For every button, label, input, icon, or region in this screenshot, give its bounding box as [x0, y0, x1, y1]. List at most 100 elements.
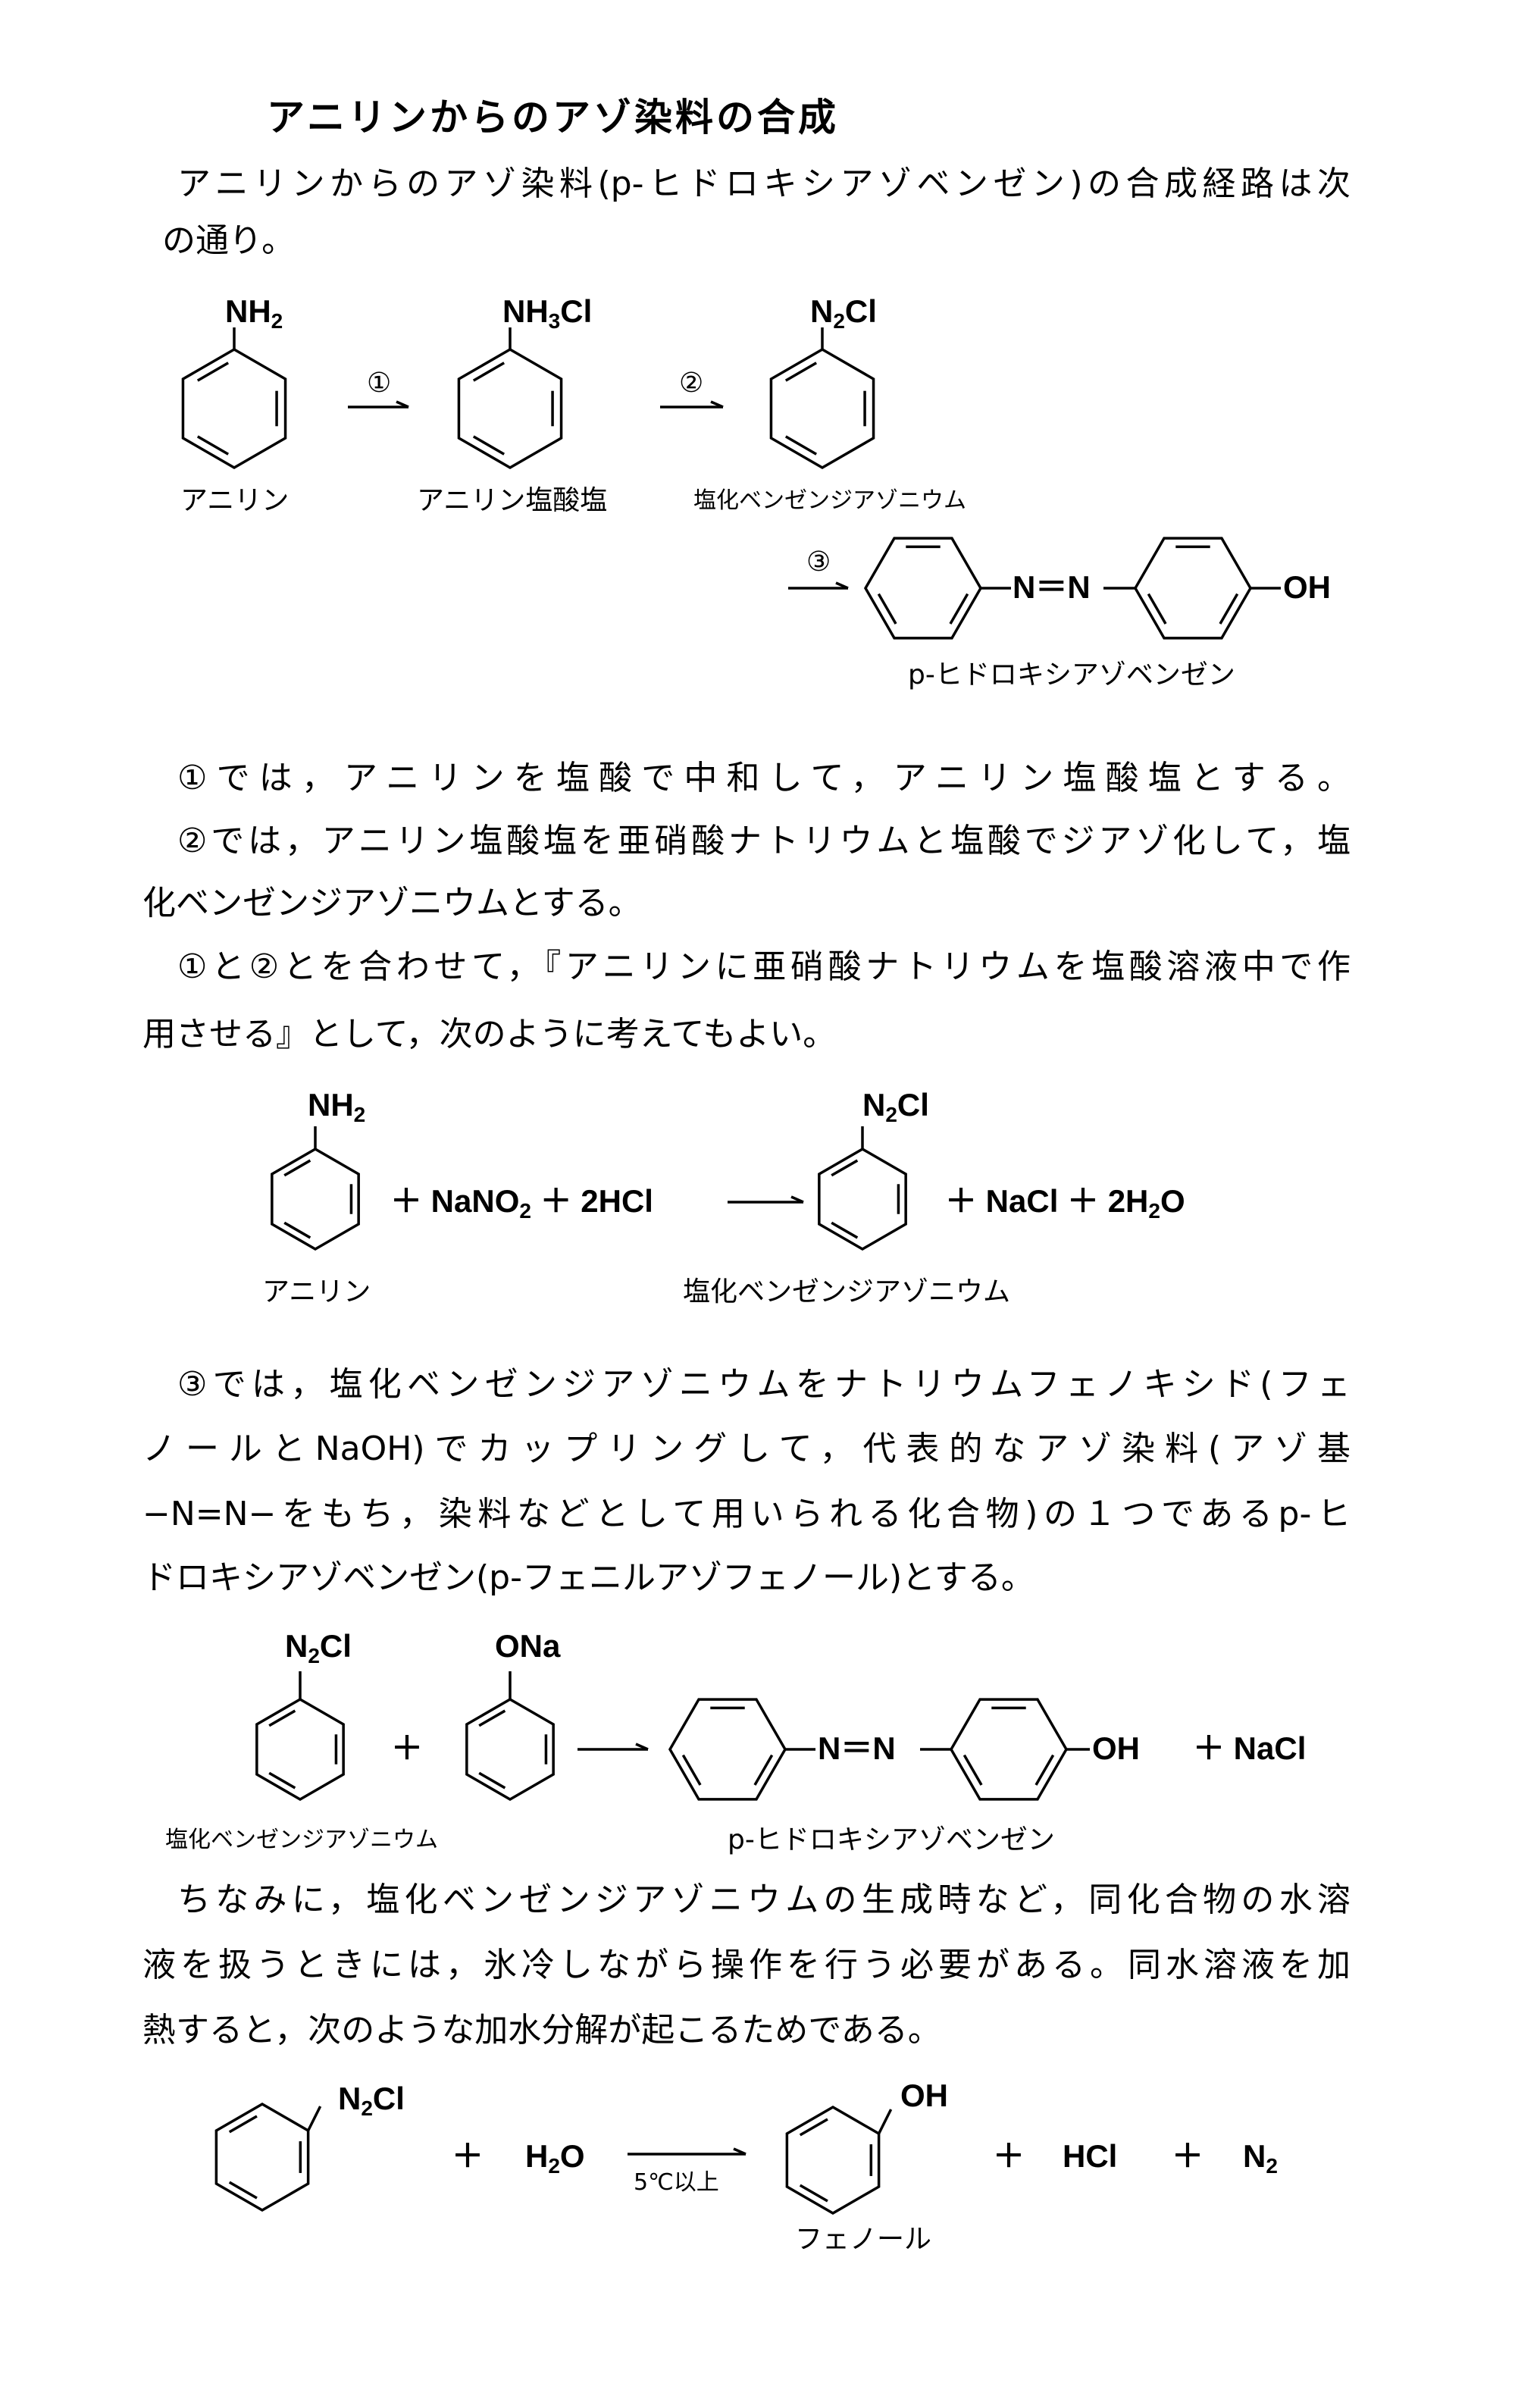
- double-bond: [478, 1709, 506, 1727]
- double-bond: [1034, 1754, 1055, 1786]
- diazonium-label: N2Cl: [810, 293, 877, 333]
- paragraph-line: ①では，アニリンを塩酸で中和して，アニリン塩酸塩とする。: [177, 759, 1351, 797]
- phenol-ring: [1133, 537, 1253, 640]
- diazonium-ring: [255, 1697, 345, 1802]
- plus-sign: ＋: [993, 2138, 1025, 2174]
- benzene-ring-outline: [769, 347, 875, 470]
- double-bond: [472, 435, 506, 456]
- step-1-marker: ①: [367, 368, 392, 399]
- n2cl-label: N2Cl: [338, 2081, 405, 2120]
- double-bond: [196, 435, 230, 456]
- double-bond: [784, 362, 818, 382]
- double-bond: [228, 2181, 258, 2200]
- paragraph-line: ノールとNaOH)でカップリングして，代表的なアゾ染料(アゾ基: [142, 1429, 1351, 1468]
- diazonium-ring: [818, 1147, 907, 1251]
- double-bond: [472, 362, 506, 382]
- substituent-bond: [878, 2109, 893, 2134]
- diazonium-caption: 塩化ベンゼンジアゾニウム: [165, 1827, 438, 1853]
- hydroxy-label: OH: [1283, 569, 1331, 605]
- double-bond: [799, 2118, 828, 2137]
- aniline-caption: アニリン: [180, 485, 290, 516]
- double-bond: [478, 1771, 506, 1790]
- nh2-label: NH2: [308, 1087, 366, 1126]
- phenyl-ring: [863, 537, 983, 640]
- reaction-condition: 5℃以上: [634, 2169, 719, 2196]
- n2cl-label: N2Cl: [862, 1087, 929, 1126]
- products: ＋ NaCl ＋ 2H2O: [945, 1183, 1185, 1223]
- anilinium-caption: アニリン塩酸塩: [417, 485, 608, 516]
- page-title: アニリンからのアゾ染料の合成: [267, 96, 839, 139]
- product-caption: p-ヒドロキシアゾベンゼン: [728, 1824, 1055, 1855]
- double-bond: [283, 1221, 311, 1239]
- phenoxide-ring: [465, 1697, 555, 1802]
- double-bond: [799, 2184, 828, 2203]
- arrow-head: [790, 1195, 804, 1204]
- double-bond: [1147, 593, 1167, 625]
- double-bond: [283, 1159, 311, 1177]
- plus-sign: ＋: [452, 2138, 484, 2174]
- phenol-caption: フェノール: [795, 2224, 932, 2255]
- paragraph-line: 用させる』として，次のように考えてもよい。: [142, 1015, 837, 1054]
- plus-sign: ＋: [391, 1730, 424, 1766]
- intro-line-2: の通り。: [162, 221, 296, 260]
- double-bond: [753, 1754, 774, 1786]
- ona-label: ONa: [495, 1628, 561, 1664]
- arrow-head: [635, 1743, 649, 1751]
- paragraph-line: ③では，塩化ベンゼンジアゾニウムをナトリウムフェノキシド(フェ: [177, 1365, 1351, 1404]
- azo-link: N＝N: [1013, 569, 1091, 605]
- anilinium-label: NH3Cl: [502, 293, 593, 333]
- step-3-marker: ③: [806, 546, 831, 578]
- double-bond: [681, 1754, 702, 1786]
- double-bond: [196, 362, 230, 382]
- double-bond: [228, 2115, 258, 2134]
- arrow-head: [733, 2147, 747, 2156]
- paragraph-line: 熱すると，次のような加水分解が起こるためである。: [142, 2011, 941, 2050]
- benzene-ring-outline: [271, 1147, 360, 1251]
- arrow-head: [710, 400, 724, 409]
- benzene-ring-outline: [949, 1698, 1069, 1801]
- intro-line-1: アニリンからのアゾ染料(p-ヒドロキシアゾベンゼン)の合成経路は次: [177, 164, 1351, 203]
- double-bond: [831, 1159, 859, 1177]
- hydroxy-label: OH: [900, 2078, 948, 2113]
- phenyl-ring: [668, 1698, 787, 1801]
- water-label: H2O: [525, 2138, 585, 2178]
- benzene-ring-outline: [668, 1698, 787, 1801]
- arrow-head: [835, 581, 849, 590]
- benzene-ring-outline: [863, 537, 983, 640]
- double-bond: [784, 435, 818, 456]
- benzene-ring-outline: [818, 1147, 907, 1251]
- aniline-ring: [271, 1147, 360, 1251]
- paragraph-line: 化ベンゼンジアゾニウムとする。: [142, 884, 642, 922]
- hcl-label: HCl: [1063, 2138, 1118, 2174]
- benzene-ring-outline: [785, 2105, 881, 2215]
- step-2-marker: ②: [679, 368, 704, 399]
- plus-sign: ＋: [1172, 2138, 1204, 2174]
- n2cl-label: N2Cl: [285, 1628, 352, 1667]
- nacl-product: ＋ NaCl: [1193, 1730, 1307, 1766]
- benzene-ring-outline: [457, 347, 563, 470]
- double-bond: [831, 1221, 859, 1239]
- hydroxy-label: OH: [1092, 1730, 1140, 1766]
- phenol-ring: [949, 1698, 1069, 1801]
- reagents: ＋ NaNO2 ＋ 2HCl: [390, 1183, 653, 1223]
- anilinium-ring: [457, 347, 563, 470]
- arrow-head: [396, 400, 409, 409]
- aniline-ring: [181, 347, 287, 470]
- paragraph-line: ②では，アニリン塩酸塩を亜硝酸ナトリウムと塩酸でジアゾ化して，塩: [177, 822, 1351, 860]
- diazonium-caption: 塩化ベンゼンジアゾニウム: [693, 487, 966, 514]
- substituent-bond: [307, 2106, 322, 2131]
- aniline-nh2-label: NH2: [225, 293, 283, 333]
- benzene-ring-outline: [465, 1697, 555, 1802]
- double-bond: [268, 1771, 296, 1790]
- diazonium-ring: [769, 347, 875, 470]
- paragraph-line: ちなみに，塩化ベンゼンジアゾニウムの生成時など，同化合物の水溶: [177, 1880, 1351, 1919]
- benzene-ring-outline: [181, 347, 287, 470]
- double-bond: [1219, 593, 1239, 625]
- nitrogen-label: N2: [1243, 2138, 1278, 2178]
- benzene-ring-outline: [255, 1697, 345, 1802]
- paragraph-line: 液を扱うときには，氷冷しながら操作を行う必要がある。同水溶液を加: [142, 1946, 1351, 1984]
- aniline-caption: アニリン: [262, 1276, 371, 1307]
- diazonium-caption: 塩化ベンゼンジアゾニウム: [683, 1276, 1011, 1307]
